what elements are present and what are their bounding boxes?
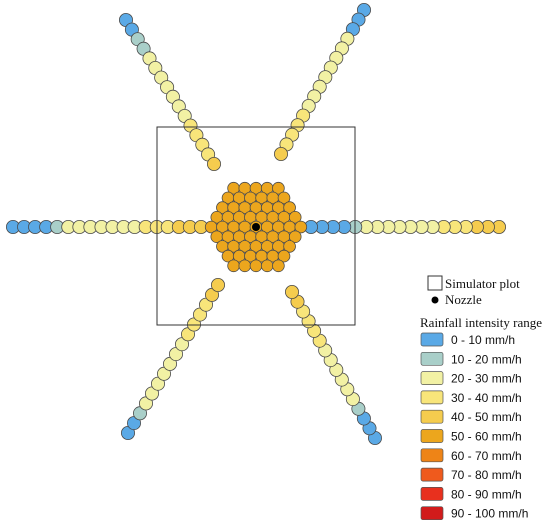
cluster-point: [249, 259, 263, 273]
legend-title: Rainfall intensity range: [420, 315, 542, 330]
legend-swatch: [420, 371, 444, 385]
legend-item-label: 40 - 50 mm/h: [451, 410, 522, 424]
ray-points: [6, 3, 506, 445]
legend-plot-label: Simulator plot: [445, 276, 520, 291]
legend-swatch: [420, 487, 444, 501]
cluster-point: [283, 201, 296, 214]
cluster-point: [294, 220, 308, 234]
legend-item-label: 70 - 80 mm/h: [451, 468, 522, 482]
legend-item-label: 80 - 90 mm/h: [451, 487, 522, 501]
legend-swatch: [420, 409, 444, 424]
cluster-point: [288, 230, 302, 244]
ray-point-upper-left: [206, 156, 221, 171]
nozzle-marker: [252, 223, 260, 231]
cluster-point: [238, 259, 252, 273]
legend-item-label: 20 - 30 mm/h: [451, 372, 522, 386]
cluster-point: [283, 240, 296, 253]
cluster-point: [288, 211, 302, 224]
legend-item-label: 50 - 60 mm/h: [451, 430, 522, 444]
legend-swatch: [420, 390, 444, 405]
legend-plot-symbol: [427, 275, 443, 291]
legend: Simulator plot Nozzle Rainfall intensity…: [420, 275, 542, 521]
ray-point-lower-right: [284, 284, 299, 299]
legend-item-label: 10 - 20 mm/h: [451, 352, 522, 366]
ray-point-upper-right: [273, 146, 288, 161]
ray-point-lower-left: [210, 277, 225, 292]
cluster-point: [227, 259, 240, 273]
legend-swatch: [420, 332, 444, 347]
legend-item-label: 90 - 100 mm/h: [451, 507, 528, 521]
legend-item-label: 60 - 70 mm/h: [451, 449, 522, 463]
legend-swatch: [420, 351, 444, 366]
cluster-point: [272, 259, 285, 273]
legend-swatch: [420, 506, 444, 521]
legend-swatch: [420, 448, 444, 463]
simulator-plot: [156, 126, 356, 326]
center-cluster: [204, 181, 308, 273]
cluster-point: [277, 249, 291, 263]
cluster-point: [272, 181, 285, 195]
legend-nozzle-label: Nozzle: [445, 292, 482, 307]
cluster-point: [277, 191, 291, 205]
legend-nozzle-symbol: [431, 296, 439, 304]
legend-item-label: 0 - 10 mm/h: [451, 333, 515, 347]
legend-swatch: [420, 467, 444, 482]
legend-item-label: 30 - 40 mm/h: [451, 391, 522, 405]
cluster-point: [260, 259, 274, 273]
legend-swatch: [420, 429, 444, 443]
